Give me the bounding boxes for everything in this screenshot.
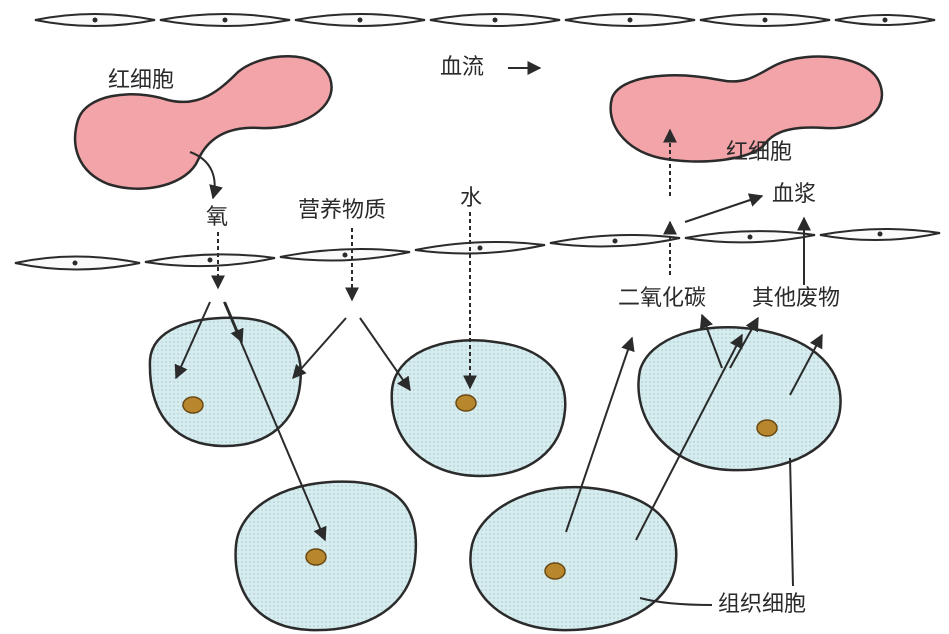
tissue-cells	[150, 318, 841, 630]
tissue-cells-callout-line-2	[790, 458, 793, 586]
nutrients-to-cell-2-arrow	[360, 318, 410, 390]
tissue-cell-2	[392, 340, 566, 476]
red-blood-cell-right-label: 红细胞	[726, 142, 792, 164]
nucleus	[545, 563, 565, 579]
carbon-dioxide-label: 二氧化碳	[618, 288, 706, 310]
water-label: 水	[460, 188, 482, 210]
other-wastes-label: 其他废物	[752, 288, 840, 310]
nutrients-to-cell-1-arrow	[293, 318, 346, 378]
co2-to-plasma-arrow	[685, 196, 762, 222]
nucleus	[757, 420, 777, 436]
nucleus	[456, 395, 476, 411]
tissue-cell-3	[638, 327, 840, 470]
plasma-label: 血浆	[772, 184, 816, 206]
nucleus	[183, 397, 203, 413]
red-blood-cell-left-label: 红细胞	[108, 70, 174, 92]
nutrients-label: 营养物质	[298, 200, 386, 222]
tissue-cell-1	[150, 318, 301, 446]
capillary-wall-top	[35, 14, 935, 26]
capillary-wall-bottom	[15, 229, 940, 270]
blood-flow-label: 血流	[440, 57, 484, 79]
nucleus	[306, 549, 326, 565]
oxygen-label: 氧	[206, 207, 228, 229]
tissue-cells-label: 组织细胞	[718, 594, 806, 616]
